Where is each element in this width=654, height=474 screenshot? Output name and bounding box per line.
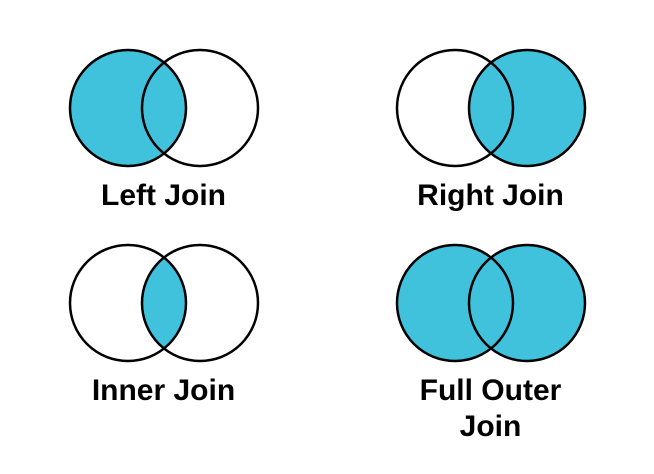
intersection-region [468, 257, 513, 349]
venn-left-join: Left Join [0, 0, 327, 237]
venn-diagram [395, 48, 586, 168]
venn-diagram [395, 243, 586, 363]
venn-diagram [68, 243, 259, 363]
venn-diagram [68, 48, 259, 168]
venn-right-join: Right Join [327, 0, 654, 237]
left-circle-outline [395, 243, 514, 363]
left-circle-outline [68, 243, 187, 363]
left-circle-outline [68, 48, 187, 168]
diagram-label-left-join: Left Join [101, 179, 226, 212]
diagram-label-full-outer-join: Full Outer Join [419, 374, 562, 443]
right-circle-outline [467, 48, 586, 168]
right-circle-outline [467, 243, 586, 363]
intersection-region [141, 62, 186, 154]
right-circle-outline [140, 243, 259, 363]
venn-inner-join: Inner Join [0, 237, 327, 474]
right-circle-outline [140, 48, 259, 168]
intersection-region [468, 62, 513, 154]
diagram-label-inner-join: Inner Join [91, 374, 236, 407]
diagram-label-right-join: Right Join [417, 179, 564, 212]
venn-full-outer-join: Full Outer Join [327, 237, 654, 474]
left-circle-outline [395, 48, 514, 168]
intersection-region [141, 257, 186, 349]
